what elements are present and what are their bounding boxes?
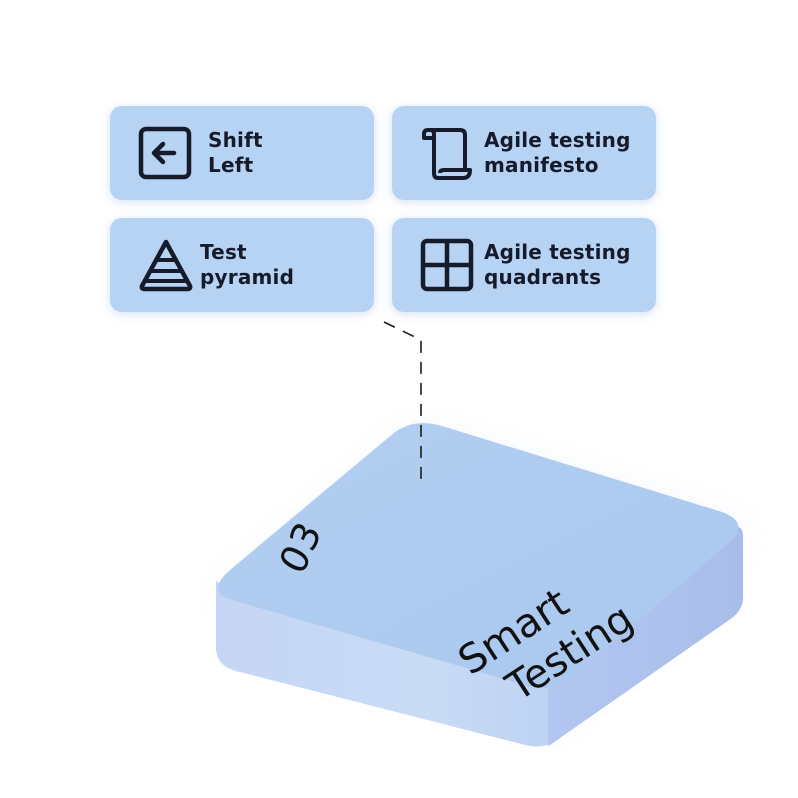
card-shift-left[interactable]: Shift Left xyxy=(110,106,374,200)
card-test-pyramid[interactable]: Test pyramid xyxy=(110,218,374,312)
connector-line xyxy=(383,321,422,482)
block-top-face xyxy=(217,423,739,688)
card-label-line: Left xyxy=(208,153,254,177)
card-label: Agile testing manifesto xyxy=(484,128,631,178)
card-label-line: Test xyxy=(200,240,247,264)
card-label-line: Agile testing xyxy=(484,128,631,152)
card-agile-testing-quadrants[interactable]: Agile testing quadrants xyxy=(392,218,656,312)
card-label-line: quadrants xyxy=(484,265,602,289)
card-label-line: Shift xyxy=(208,128,263,152)
pyramid-icon xyxy=(138,238,202,292)
quadrants-icon xyxy=(420,238,474,292)
card-label: Test pyramid xyxy=(200,240,294,290)
scroll-icon xyxy=(420,126,474,180)
card-label-line: pyramid xyxy=(200,265,295,289)
card-label: Agile testing quadrants xyxy=(484,240,631,290)
card-label-line: manifesto xyxy=(484,153,599,177)
card-agile-testing-manifesto[interactable]: Agile testing manifesto xyxy=(392,106,656,200)
card-label: Shift Left xyxy=(208,128,263,178)
arrow-left-box-icon xyxy=(138,126,192,180)
card-label-line: Agile testing xyxy=(484,240,631,264)
block-side-right xyxy=(548,526,743,746)
block-side-left xyxy=(216,580,560,747)
